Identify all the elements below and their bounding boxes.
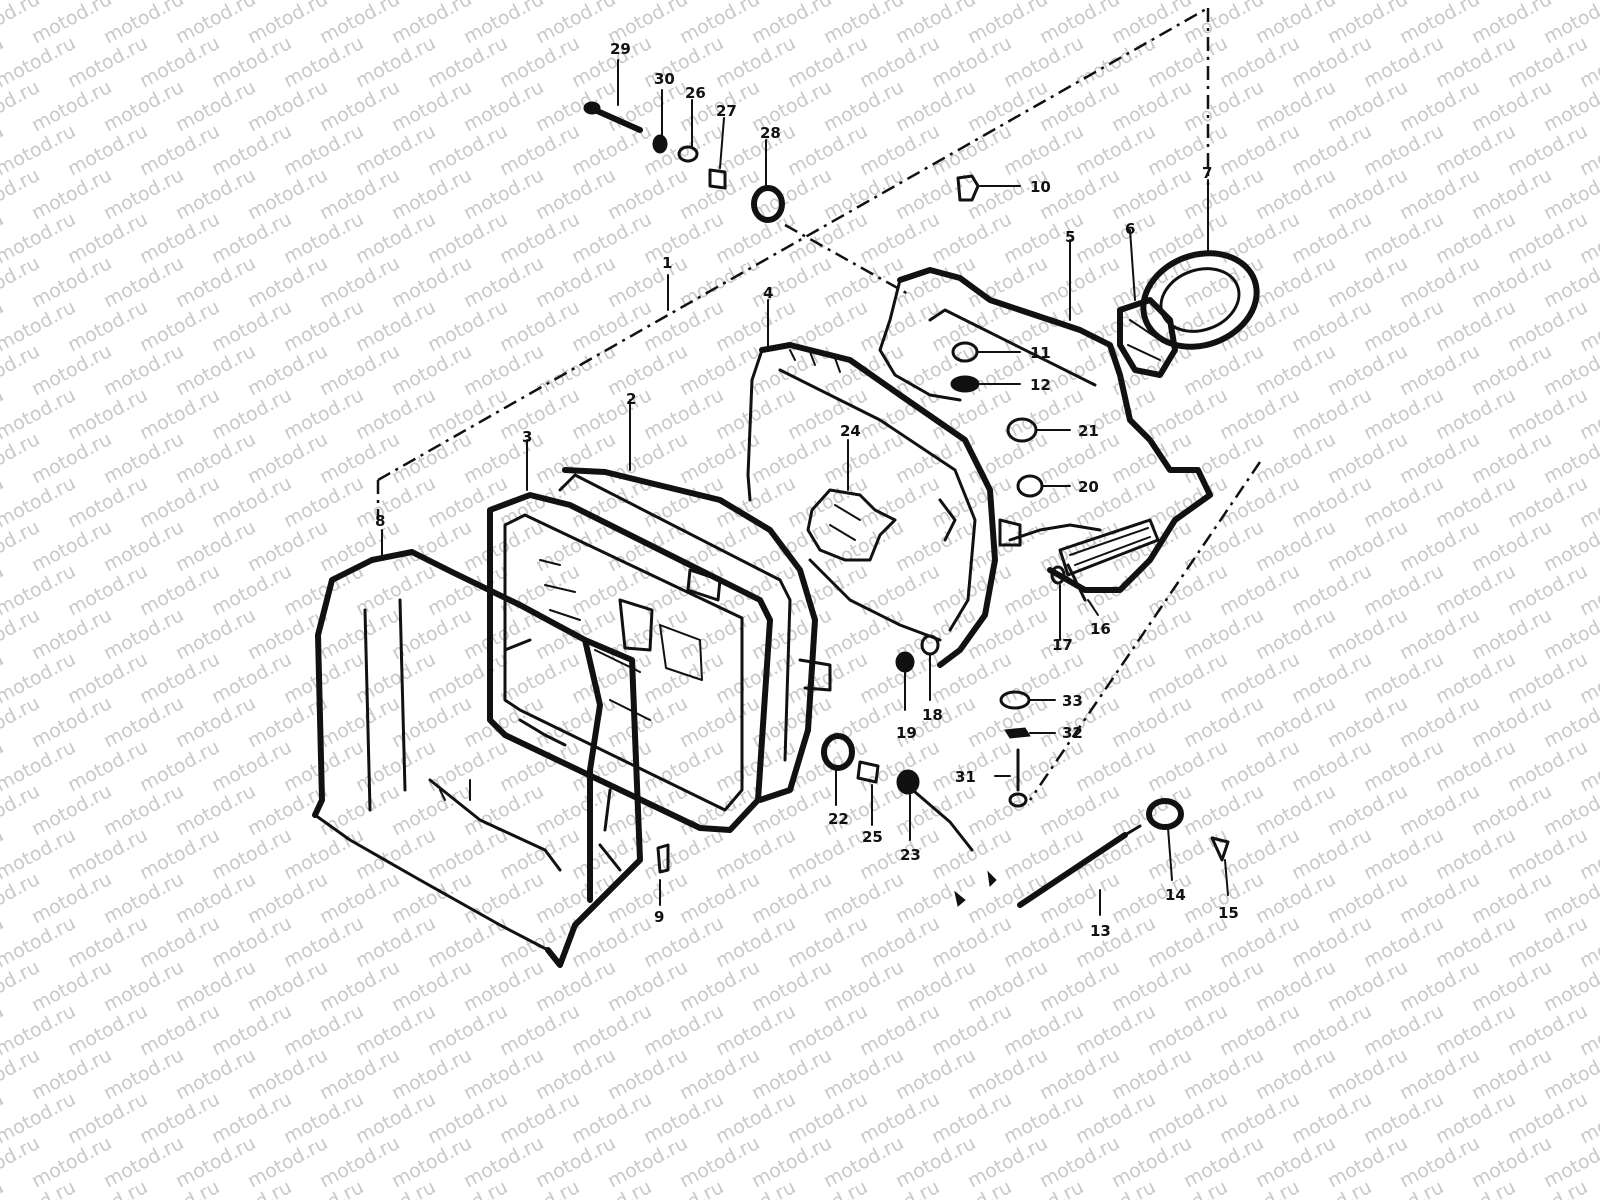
part-label-33: 33	[1062, 692, 1083, 710]
part-label-29: 29	[610, 40, 631, 58]
part-label-20: 20	[1078, 478, 1099, 496]
part-label-4: 4	[763, 284, 773, 302]
part-label-17: 17	[1052, 636, 1073, 654]
part-label-26: 26	[685, 84, 706, 102]
part-label-15: 15	[1218, 904, 1239, 922]
part-label-28: 28	[760, 124, 781, 142]
part-label-32: 32	[1062, 724, 1083, 742]
part-label-23: 23	[900, 846, 921, 864]
part-label-10: 10	[1030, 178, 1051, 196]
part-label-25: 25	[862, 828, 883, 846]
part-label-1: 1	[662, 254, 672, 272]
watermark-text: motod.ru	[0, 1176, 7, 1200]
part-label-11: 11	[1030, 344, 1051, 362]
part-label-9: 9	[654, 908, 664, 926]
part-label-8: 8	[375, 512, 385, 530]
part-label-2: 2	[626, 390, 636, 408]
part-label-21: 21	[1078, 422, 1099, 440]
part-label-3: 3	[522, 428, 532, 446]
part-label-14: 14	[1165, 886, 1186, 904]
watermark-text: motod.ru	[1576, 0, 1600, 4]
part-label-24: 24	[840, 422, 861, 440]
part-label-12: 12	[1030, 376, 1051, 394]
part-label-6: 6	[1125, 220, 1135, 238]
part-label-30: 30	[654, 70, 675, 88]
part-label-27: 27	[716, 102, 737, 120]
part-label-7: 7	[1202, 164, 1212, 182]
part-label-18: 18	[922, 706, 943, 724]
part-label-16: 16	[1090, 620, 1111, 638]
part-label-31: 31	[955, 768, 976, 786]
part-label-13: 13	[1090, 922, 1111, 940]
part-label-19: 19	[896, 724, 917, 742]
part-label-22: 22	[828, 810, 849, 828]
part-label-5: 5	[1065, 228, 1075, 246]
